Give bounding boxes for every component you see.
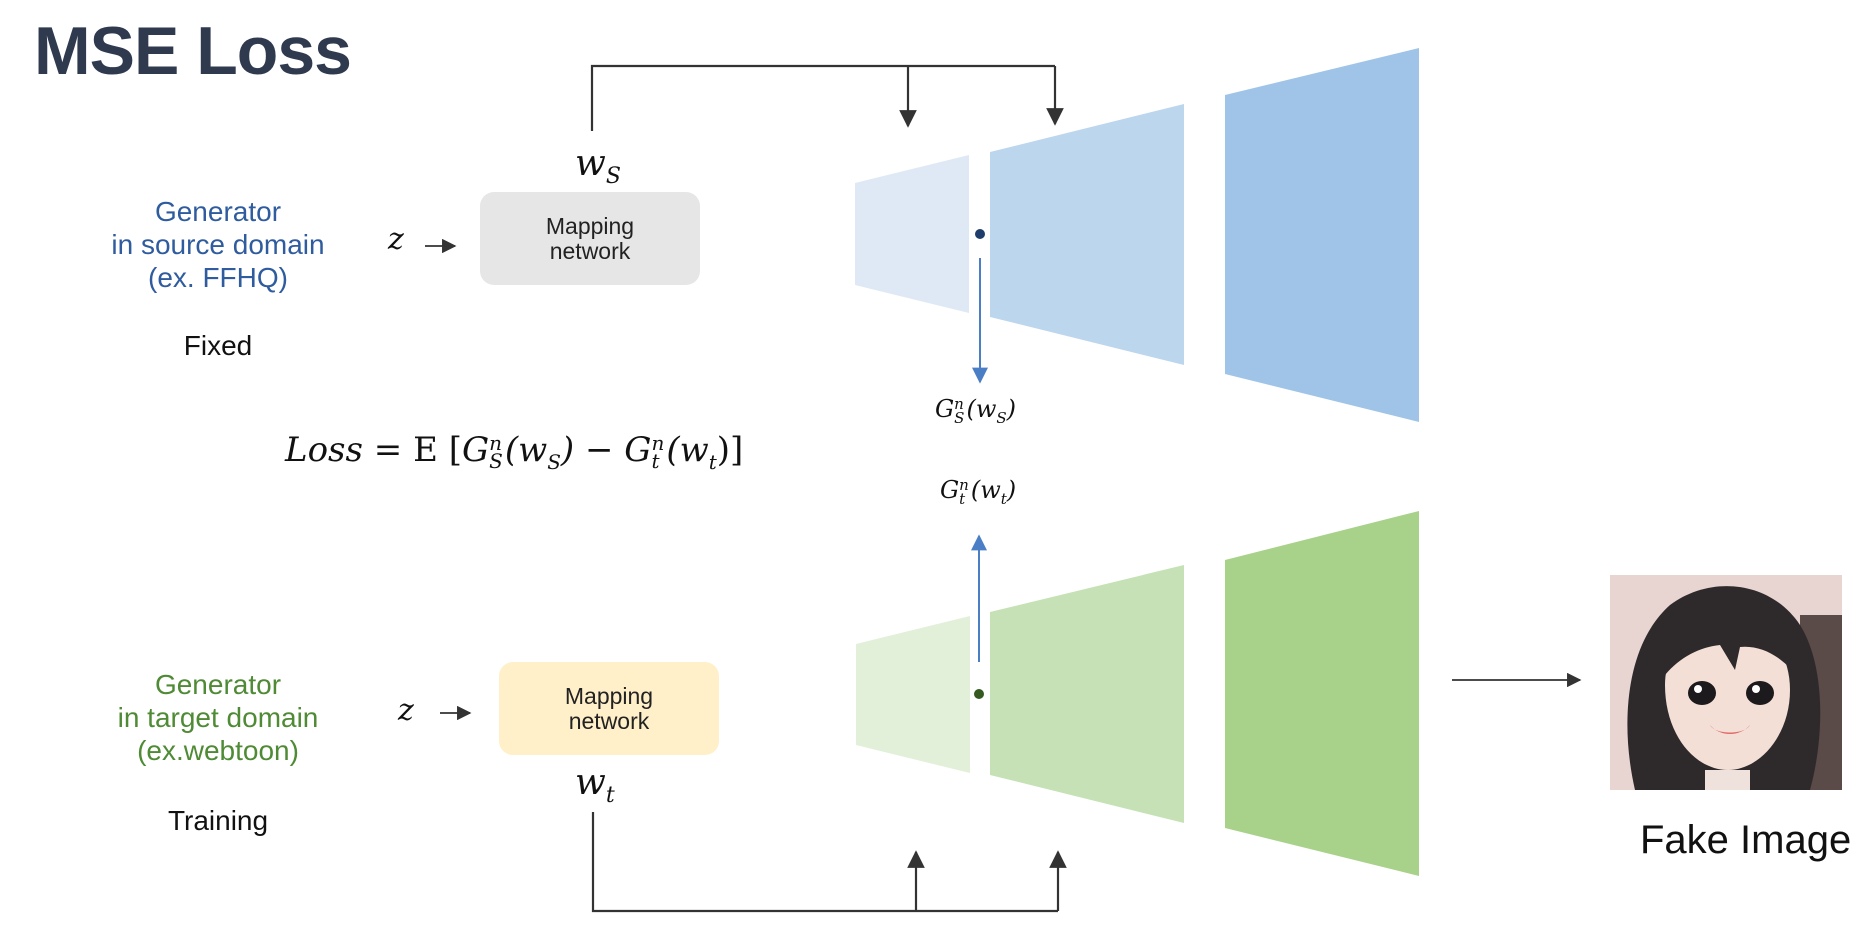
source-feature-sub: S: [954, 408, 965, 427]
page-title: MSE Loss: [34, 13, 352, 89]
loss-arg2: (w: [666, 430, 709, 470]
target-label-line-1: Generator: [154, 669, 282, 700]
target-feature-sup: n: [959, 475, 969, 494]
loss-eq: =: [362, 430, 414, 470]
target-mapping-network: Mapping network: [499, 662, 719, 755]
source-feature-sup: n: [954, 394, 964, 413]
loss-arg2-sub: t: [708, 449, 717, 474]
source-feature-close: ): [1006, 395, 1017, 423]
source-w-line: [590, 64, 1055, 131]
source-mapping-line-1: Mapping: [545, 212, 635, 239]
source-generator-label: Generator in source domain (ex. FFHQ): [88, 195, 348, 294]
loss-g2: G: [624, 430, 652, 470]
target-w-label: wt: [575, 762, 615, 808]
loss-g1-sub: S: [489, 449, 503, 473]
source-w-sub: S: [605, 164, 621, 190]
source-z-symbol: z: [388, 222, 404, 257]
source-mapping-network: Mapping network: [480, 192, 700, 285]
loss-lhs: Loss: [285, 430, 363, 470]
target-mapping-line-1: Mapping: [564, 682, 654, 709]
target-w-line: [591, 812, 1058, 913]
source-block-2: [990, 104, 1184, 365]
target-generator-label: Generator in target domain (ex.webtoon): [88, 668, 348, 767]
source-block-1: [855, 155, 969, 313]
source-label-line-3: (ex. FFHQ): [148, 262, 288, 293]
target-block-3: [1225, 511, 1419, 876]
loss-close2: )]: [716, 430, 744, 470]
target-feature-close: ): [1006, 476, 1017, 504]
target-mapping-line-2: network: [568, 707, 650, 734]
target-block-1: [856, 616, 970, 773]
loss-arg1-sub: S: [547, 449, 561, 474]
source-state-label: Fixed: [183, 330, 253, 361]
fake-image-label: Fake Image: [1640, 818, 1852, 862]
fake-image: [1610, 575, 1842, 790]
source-feature-point: [975, 229, 985, 239]
target-block-2: [990, 565, 1184, 823]
target-state-label: Training: [167, 805, 269, 836]
source-mapping-line-2: network: [549, 237, 631, 264]
loss-open-bracket: [: [437, 430, 462, 470]
loss-g2-sup: n: [651, 431, 665, 455]
target-feature-sub: t: [959, 489, 966, 508]
loss-arg1: (w: [504, 430, 548, 470]
target-label-line-3: (ex.webtoon): [137, 735, 299, 766]
source-block-3: [1225, 48, 1419, 422]
loss-expectation: E: [413, 430, 438, 470]
source-w-label: wS: [575, 143, 621, 189]
target-w: w: [575, 762, 606, 803]
target-feature-arg-sub: t: [1000, 489, 1007, 508]
source-w: w: [575, 143, 606, 184]
source-feature-arg-sub: S: [996, 408, 1007, 427]
source-feature-g: G: [935, 395, 955, 423]
loss-close1: ): [560, 430, 575, 470]
loss-g2-sub: t: [651, 449, 660, 473]
source-label-line-2: in source domain: [111, 229, 325, 260]
source-label-line-1: Generator: [154, 196, 282, 227]
target-z-symbol: z: [398, 693, 414, 728]
target-w-sub: t: [605, 783, 615, 809]
loss-g1-sup: n: [489, 431, 503, 455]
target-feature-point: [974, 689, 984, 699]
target-label-line-2: in target domain: [117, 702, 319, 733]
target-feature-arg: (w: [970, 476, 1001, 504]
loss-g1: G: [461, 430, 490, 470]
loss-minus: −: [574, 430, 625, 470]
target-feature-g: G: [940, 476, 960, 504]
source-feature-arg: (w: [966, 395, 997, 423]
